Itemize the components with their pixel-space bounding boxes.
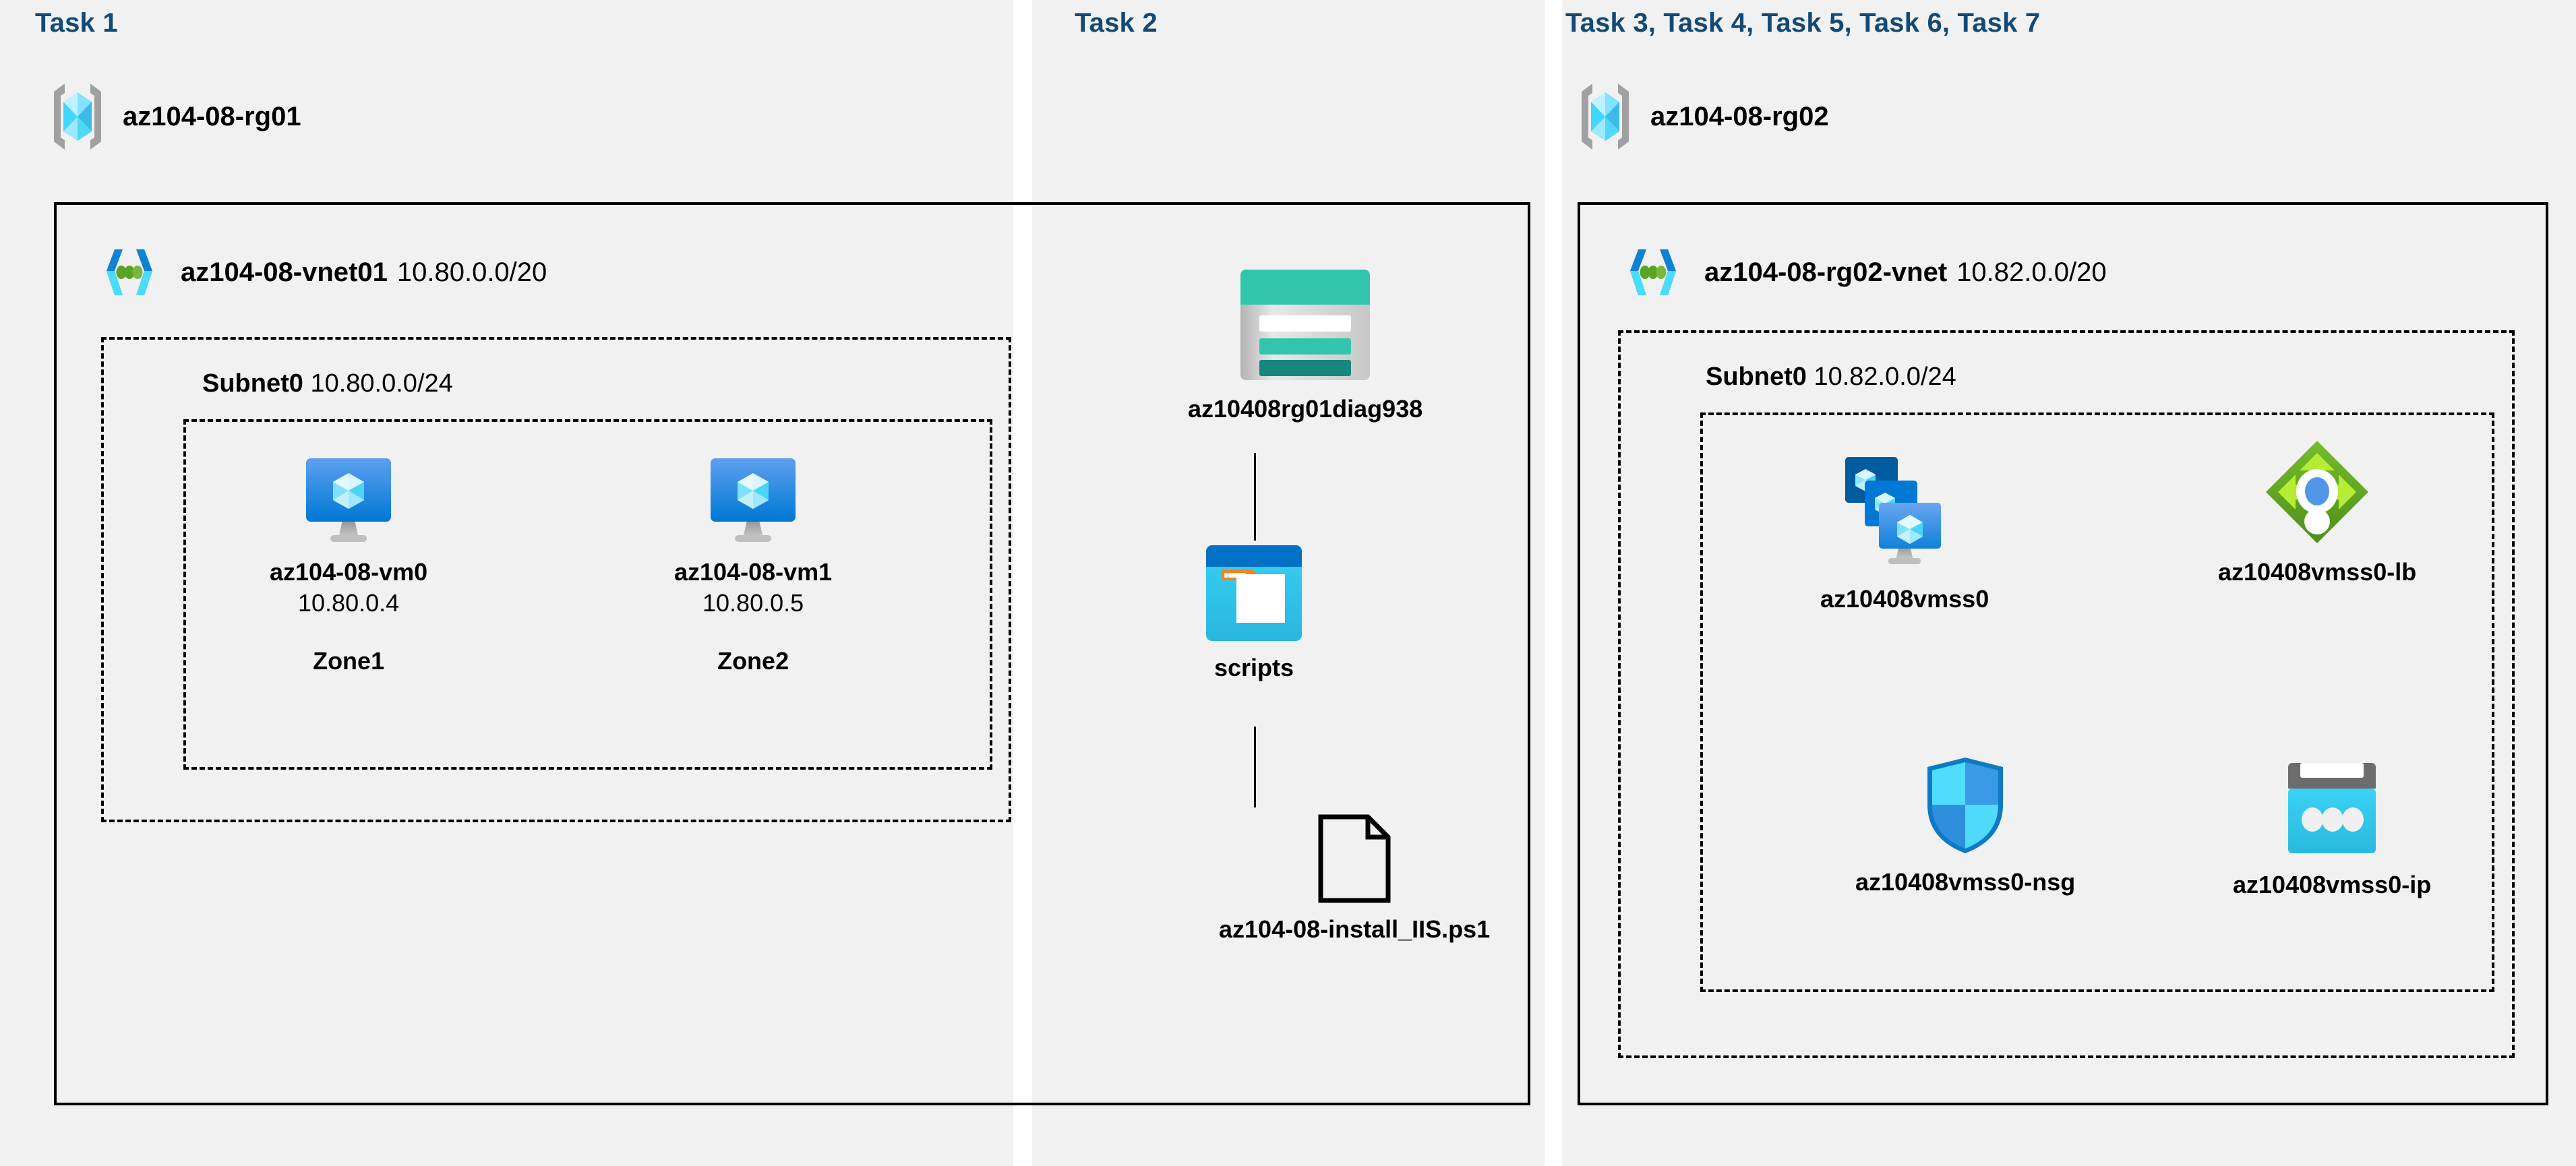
- resource-group-icon: [1578, 81, 1633, 152]
- resource-group-name-rg02: az104-08-rg02: [1650, 101, 1829, 131]
- public-ip-node[interactable]: az10408vmss0-ip: [2233, 760, 2431, 899]
- vm-scale-set-node[interactable]: az10408vmss0: [1820, 445, 1989, 613]
- vm1-ip: 10.80.0.5: [702, 589, 804, 617]
- task-label-1: Task 1: [35, 8, 118, 38]
- subnet0-rg02-name: Subnet0: [1706, 363, 1807, 391]
- vnet-rg02-name: az104-08-rg02-vnet: [1704, 257, 1948, 287]
- file-node[interactable]: az104-08-install_IIS.ps1: [1219, 814, 1490, 944]
- storage-account-node[interactable]: az10408rg01diag938: [1188, 268, 1422, 423]
- subnet0-rg02-cidr: 10.82.0.0/24: [1814, 363, 1956, 391]
- blob-container-name: scripts: [1214, 654, 1294, 681]
- subnet0-rg02-boundary: [1618, 330, 2515, 1058]
- vnet01-name: az104-08-vnet01: [181, 257, 388, 287]
- file-name: az104-08-install_IIS.ps1: [1219, 915, 1491, 943]
- vnet-rg02-header: az104-08-rg02-vnet 10.82.0.0/20: [1618, 237, 2107, 307]
- blob-container-icon: [1205, 545, 1302, 642]
- virtual-machine-icon: [709, 457, 797, 546]
- vm-node-vm1[interactable]: az104-08-vm1 10.80.0.5 Zone2: [674, 457, 832, 675]
- blob-container-node[interactable]: scripts: [1205, 545, 1302, 682]
- vm-scale-set-icon: [1845, 445, 1964, 573]
- virtual-network-icon: [94, 237, 164, 307]
- panel-task3to7-background: [1562, 0, 2576, 1166]
- connector-storage-to-scripts: [1254, 453, 1256, 541]
- availability-zones-boundary: [183, 419, 992, 770]
- connector-scripts-to-file: [1254, 727, 1256, 807]
- vm0-ip: 10.80.0.4: [298, 589, 400, 617]
- vnet-rg02-cidr: 10.82.0.0/20: [1956, 257, 2107, 287]
- load-balancer-icon: [2263, 438, 2371, 546]
- subnet0-task1-label: Subnet0 10.80.0.0/24: [202, 369, 453, 398]
- vnet01-boundary: [54, 202, 1530, 1105]
- vm0-zone: Zone1: [313, 647, 385, 675]
- vm-node-vm0[interactable]: az104-08-vm0 10.80.0.4 Zone1: [270, 457, 427, 675]
- vm1-name: az104-08-vm1: [674, 558, 833, 586]
- subnet0-rg02-inner-boundary: [1700, 412, 2494, 992]
- vnet01-header: az104-08-vnet01 10.80.0.0/20: [94, 237, 547, 307]
- load-balancer-node[interactable]: az10408vmss0-lb: [2218, 438, 2416, 586]
- subnet0-task1-boundary: [101, 337, 1011, 822]
- resource-group-row-rg01: az104-08-rg01: [50, 81, 301, 152]
- public-ip-address-icon: [2283, 760, 2381, 859]
- vm1-zone: Zone2: [717, 647, 789, 675]
- resource-group-icon: [50, 81, 105, 152]
- panel-task1-background: [0, 0, 1013, 1166]
- file-document-icon: [1318, 814, 1391, 903]
- network-security-group-node[interactable]: az10408vmss0-nsg: [1855, 755, 2075, 896]
- task-label-2: Task 2: [1075, 8, 1158, 38]
- resource-group-row-rg02: az104-08-rg02: [1578, 81, 1829, 152]
- virtual-network-icon: [1618, 237, 1688, 307]
- virtual-machine-icon: [305, 457, 392, 546]
- subnet0-task1-name: Subnet0: [202, 369, 303, 398]
- vnet-rg02-boundary: [1578, 202, 2548, 1105]
- subnet0-rg02-label: Subnet0 10.82.0.0/24: [1706, 363, 1956, 392]
- subnet0-task1-cidr: 10.80.0.0/24: [310, 369, 453, 398]
- resource-group-name-rg01: az104-08-rg01: [123, 101, 301, 131]
- vnet01-cidr: 10.80.0.0/20: [396, 257, 547, 287]
- network-security-group-name: az10408vmss0-nsg: [1855, 868, 2076, 896]
- load-balancer-name: az10408vmss0-lb: [2218, 558, 2417, 586]
- storage-account-name: az10408rg01diag938: [1188, 395, 1423, 423]
- task-label-3to7: Task 3, Task 4, Task 5, Task 6, Task 7: [1565, 8, 2041, 38]
- vm-scale-set-name: az10408vmss0: [1820, 585, 1989, 613]
- public-ip-name: az10408vmss0-ip: [2233, 871, 2432, 898]
- vm0-name: az104-08-vm0: [270, 558, 428, 586]
- storage-account-icon: [1239, 268, 1371, 383]
- network-security-group-icon: [1923, 755, 2007, 856]
